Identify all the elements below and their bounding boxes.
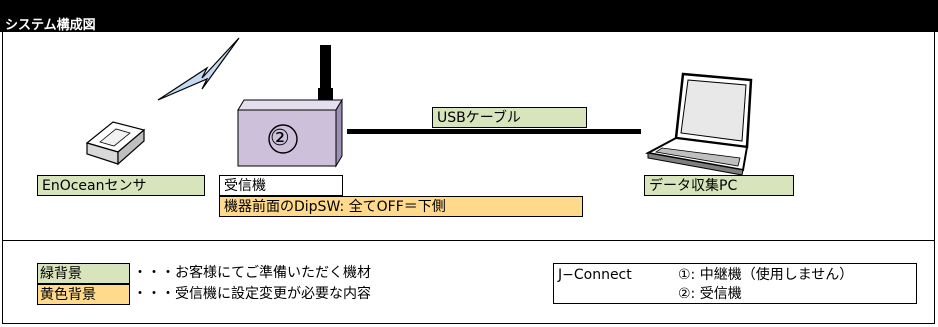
sensor-label: EnOceanセンサ	[37, 175, 205, 196]
jconnect-box: J−Connect ①: 中継機（使用しません） ②: 受信機	[553, 263, 917, 304]
wireless-signal-icon	[158, 38, 239, 100]
sensor-device-icon	[87, 122, 144, 164]
receiver-number: ②	[270, 126, 290, 152]
legend-green-desc: ・・・お客様にてご準備いただく機材	[133, 263, 371, 283]
usb-cable-line	[347, 129, 641, 134]
legend-yellow-desc: ・・・受信機に設定変更が必要な内容	[133, 284, 371, 304]
receiver-label: 受信機	[219, 175, 343, 196]
jconnect-name: J−Connect	[558, 266, 632, 284]
receiver-device-icon	[238, 100, 342, 166]
pc-label: データ収集PC	[644, 175, 794, 196]
jconnect-line1: ①: 中継機（使用しません）	[678, 266, 853, 284]
legend-yellow-swatch: 黄色背景	[37, 284, 130, 305]
dipsw-note-label: 機器前面のDipSW: 全てOFF＝下側	[219, 196, 583, 217]
usb-cable-label: USBケーブル	[432, 107, 587, 128]
antenna-icon	[318, 45, 333, 104]
jconnect-line2: ②: 受信機	[678, 285, 742, 303]
laptop-pc-icon	[648, 74, 751, 175]
legend-green-swatch: 緑背景	[37, 263, 130, 284]
